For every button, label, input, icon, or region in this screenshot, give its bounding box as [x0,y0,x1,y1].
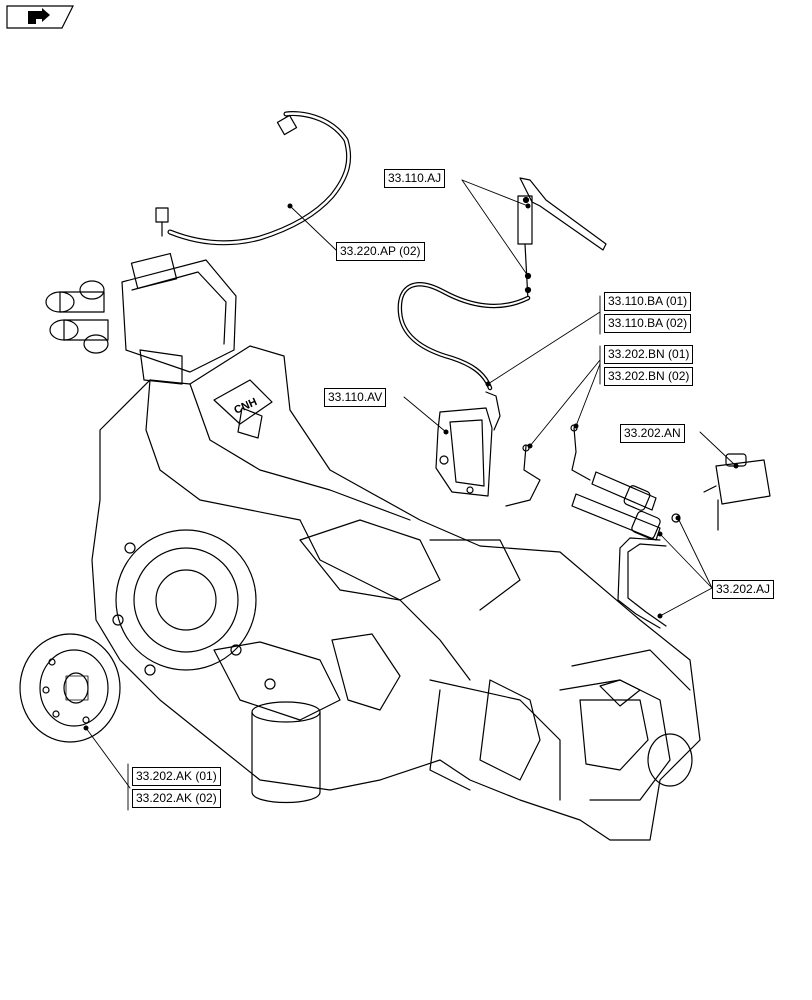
oil-filter [213,633,401,804]
brake-pipes [505,424,591,507]
nav-button[interactable] [6,5,74,29]
callout-33-220-ap-02[interactable]: 33.220.AP (02) [336,242,425,261]
callout-33-110-av[interactable]: 33.110.AV [324,388,387,407]
leader-lines [85,179,737,811]
callout-33-202-ak-01[interactable]: 33.202.AK (01) [132,767,221,786]
transmission-housing [91,345,701,841]
callout-33-202-ak-02[interactable]: 33.202.AK (02) [132,789,221,808]
clutch-pedal [517,177,607,301]
callout-33-202-an[interactable]: 33.202.AN [620,424,685,443]
master-cylinders [571,471,681,629]
hydraulic-pipe [155,111,352,246]
clutch-cable [397,282,531,391]
navigation-arrow-icon [6,5,74,29]
callout-33-202-bn-02[interactable]: 33.202.BN (02) [604,367,694,386]
callout-33-110-ba-01[interactable]: 33.110.BA (01) [604,292,692,311]
callout-33-202-bn-01[interactable]: 33.202.BN (01) [604,345,694,364]
fluid-reservoir [703,453,771,531]
callout-33-202-aj[interactable]: 33.202.AJ [712,580,775,599]
callout-33-110-aj[interactable]: 33.110.AJ [384,169,446,188]
control-valve-block [45,252,237,385]
callout-33-110-ba-02[interactable]: 33.110.BA (02) [604,314,692,333]
clutch-disc [19,633,121,743]
clutch-linkage [435,391,501,497]
leader-dots [83,203,739,731]
